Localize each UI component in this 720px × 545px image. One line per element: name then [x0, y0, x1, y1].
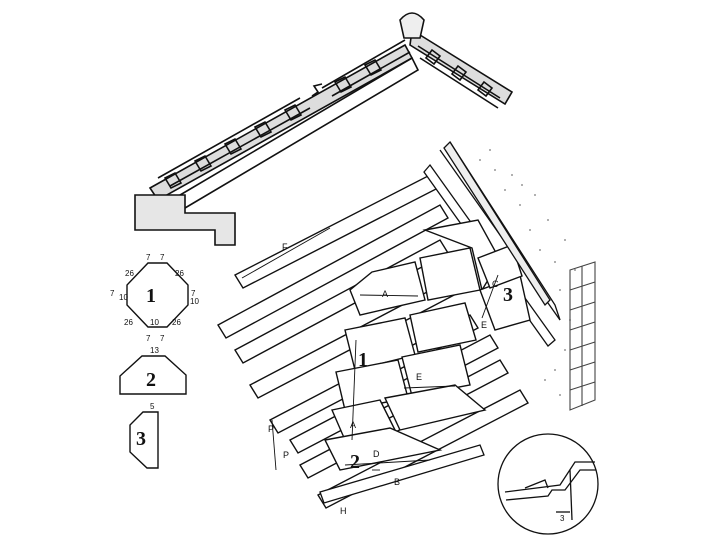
shape-1-outline	[126, 262, 189, 328]
roof-assembly	[217, 140, 596, 509]
shape-1-number: 1	[146, 285, 156, 307]
left-battens	[163, 58, 383, 190]
detail-circle-outline	[497, 433, 599, 535]
shape-2-number: 2	[146, 369, 156, 391]
dim-bottom-left: 7	[146, 334, 151, 343]
break-line	[311, 83, 323, 97]
shape-2: 13 2	[119, 346, 187, 395]
eaves-beam	[134, 194, 236, 246]
roof-tiles	[323, 219, 531, 471]
dim-top-left: 7	[146, 253, 151, 262]
dim-left: 10	[119, 293, 128, 302]
roof-cross-section	[134, 12, 514, 246]
brick-column	[569, 261, 596, 411]
dim-shape3-top: 5	[150, 402, 155, 411]
dim-bottom-right: 7	[160, 334, 165, 343]
label-B: B	[394, 477, 400, 487]
tile-label-2: 2	[350, 451, 360, 473]
label-P-1: P	[268, 424, 274, 434]
left-slope-underside	[174, 56, 420, 209]
shape-3-number: 3	[136, 428, 146, 450]
shape-3-outline	[129, 411, 159, 469]
right-battens	[424, 48, 494, 98]
wall-flashing	[443, 140, 551, 307]
shape-3: 5 3	[129, 402, 159, 469]
label-D: D	[373, 449, 380, 459]
right-slope-outline	[409, 28, 514, 106]
label-F: F	[282, 242, 288, 252]
shape-1: 1 7 7 26 26 7 10 7 10 26 26 10 7 7	[110, 253, 199, 343]
left-slope-outline	[148, 43, 414, 202]
label-H: H	[340, 506, 347, 516]
ridge-cap	[399, 12, 425, 39]
shape-2-outline	[119, 355, 187, 395]
dim-side-right: 7	[191, 289, 196, 298]
dim-bottom: 10	[150, 318, 159, 327]
label-C: C	[492, 279, 499, 289]
tile-label-1: 1	[358, 349, 368, 371]
dim-side-left: 7	[110, 289, 115, 298]
eaves-strip	[319, 444, 485, 504]
label-P-2: P	[283, 450, 289, 460]
wall-stipple	[479, 149, 576, 396]
dim-lower-left: 26	[124, 318, 133, 327]
tile-label-3: 3	[503, 284, 513, 306]
label-A-left: A	[350, 420, 356, 430]
dim-upper-left: 26	[125, 269, 134, 278]
roof-labels: F A A C E E P P D B H 1 2 3	[268, 242, 513, 516]
dimension-lines	[241, 227, 499, 471]
dim-top-right: 7	[160, 253, 165, 262]
label-E-mid: E	[416, 372, 422, 382]
detail-circle: 3	[497, 433, 599, 535]
label-A-top: A	[382, 289, 388, 299]
dim-lower-right: 26	[172, 318, 181, 327]
dim-right: 10	[190, 297, 199, 306]
detail-dimension: 3	[560, 514, 565, 523]
dim-shape2-top: 13	[150, 346, 159, 355]
label-E-right: E	[481, 320, 487, 330]
dim-upper-right: 26	[175, 269, 184, 278]
